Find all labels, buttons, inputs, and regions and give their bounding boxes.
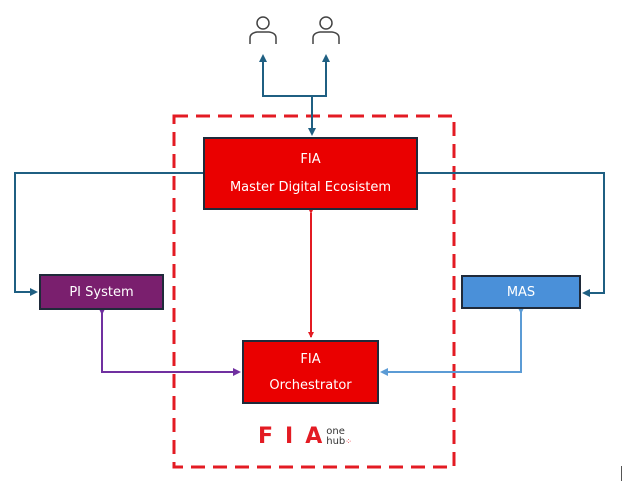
edge-mde-to-mas (418, 172, 605, 297)
text-cursor (621, 466, 622, 481)
node-orchestrator: FIA Orchestrator (242, 340, 379, 404)
edge-users-to-user1 (259, 54, 312, 97)
pi-system-label: PI System (69, 284, 134, 300)
edge-pi-orchestrator (98, 307, 241, 376)
logo-dots-icon: ⁘ (345, 437, 352, 446)
logo-one-hub: one hub⁘ (326, 427, 352, 447)
node-mas: MAS (461, 275, 581, 309)
node-master-digital-ecosystem: FIA Master Digital Ecosistem (203, 137, 418, 210)
person-icon (312, 16, 340, 44)
logo-hub: hub (326, 436, 346, 447)
person-icon (249, 16, 277, 44)
orchestrator-title: FIA (300, 351, 321, 367)
mde-subtitle: Master Digital Ecosistem (229, 180, 392, 196)
logo-fia: FIA (258, 424, 335, 449)
node-pi-system: PI System (39, 274, 164, 310)
edge-mde-to-pi (14, 172, 203, 296)
logo-one: one (326, 426, 345, 437)
edge-users-to-user2 (312, 54, 330, 97)
orchestrator-subtitle: Orchestrator (269, 377, 352, 393)
mas-label: MAS (506, 284, 536, 300)
edge-mas-orchestrator (380, 306, 525, 376)
mde-title: FIA (300, 151, 321, 167)
fia-one-hub-logo: FIA one hub⁘ (258, 424, 352, 449)
fia-boundary (172, 114, 456, 469)
